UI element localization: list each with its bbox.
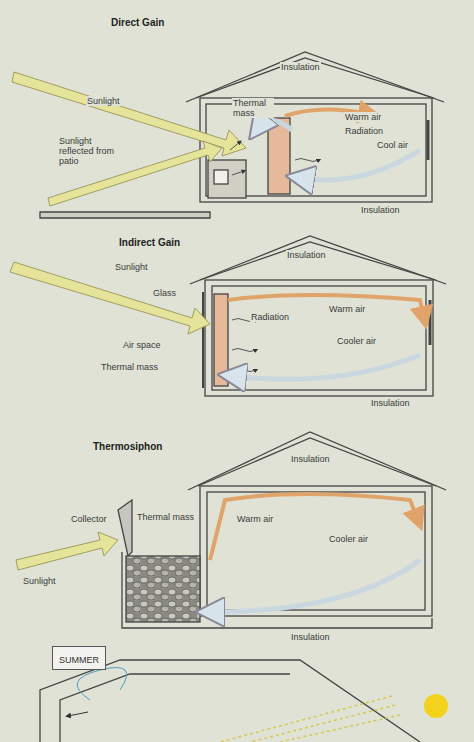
part-label: Sunlight [22,576,57,586]
part-label: Thermal mass [100,362,159,372]
part-label: Insulation [280,62,321,72]
part-label: Cooler air [336,336,377,346]
part-label: Warm air [236,514,274,524]
part-label: Cool air [376,140,409,150]
part-label: Insulation [290,454,331,464]
panel-title: Direct Gain [110,18,165,28]
part-label: Radiation [344,126,384,136]
part-label: Insulation [290,632,331,642]
part-label: Sunlight [114,262,149,272]
part-label: Glass [152,288,177,298]
part-label: Air space [122,340,162,350]
panel-title: Thermosiphon [92,442,163,452]
part-label: Insulation [370,398,411,408]
part-label: Warm air [344,112,382,122]
part-label: Sunlight [86,96,121,106]
season-box: SUMMER [52,646,106,670]
part-label: Thermal mass [136,512,195,522]
part-label: Collector [70,514,108,524]
season-label: SUMMER [59,655,99,665]
part-label: Cooler air [328,534,369,544]
part-label: Radiation [250,312,290,322]
panel-title: Indirect Gain [118,238,181,248]
part-label: Insulation [286,250,327,260]
part-label: Thermal mass [232,98,274,118]
part-label: Warm air [328,304,366,314]
part-label: Sunlight reflected from patio [58,136,122,166]
part-label: Insulation [360,205,401,215]
